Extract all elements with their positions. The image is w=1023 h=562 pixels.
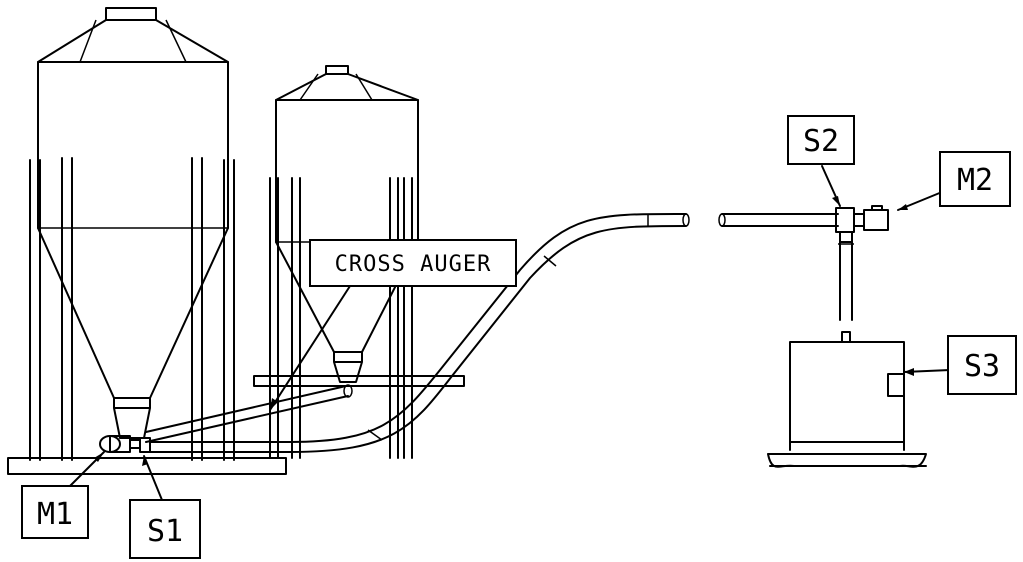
label-s1-text: S1 bbox=[147, 514, 183, 549]
label-s2-text: S2 bbox=[803, 124, 839, 159]
label-m1-text: M1 bbox=[37, 497, 73, 532]
label-m2-text: M2 bbox=[957, 163, 993, 198]
small-silo bbox=[253, 65, 465, 459]
motor-m1 bbox=[99, 435, 151, 453]
label-cross-auger-text: CROSS AUGER bbox=[335, 252, 492, 277]
label-s1: S1 bbox=[129, 499, 201, 559]
leader-lines bbox=[61, 165, 951, 501]
feeder-line bbox=[718, 207, 855, 321]
feeder-bin bbox=[767, 331, 927, 468]
label-s3-text: S3 bbox=[964, 349, 1000, 384]
label-s2: S2 bbox=[787, 115, 855, 165]
label-m2: M2 bbox=[939, 151, 1011, 207]
cross-auger-tube bbox=[145, 384, 353, 443]
motor-m2 bbox=[853, 205, 889, 231]
label-m1: M1 bbox=[21, 485, 89, 539]
main-conveyor-tube bbox=[149, 212, 690, 453]
label-s3: S3 bbox=[947, 335, 1017, 395]
large-silo bbox=[7, 7, 287, 475]
label-cross-auger: CROSS AUGER bbox=[309, 239, 517, 287]
